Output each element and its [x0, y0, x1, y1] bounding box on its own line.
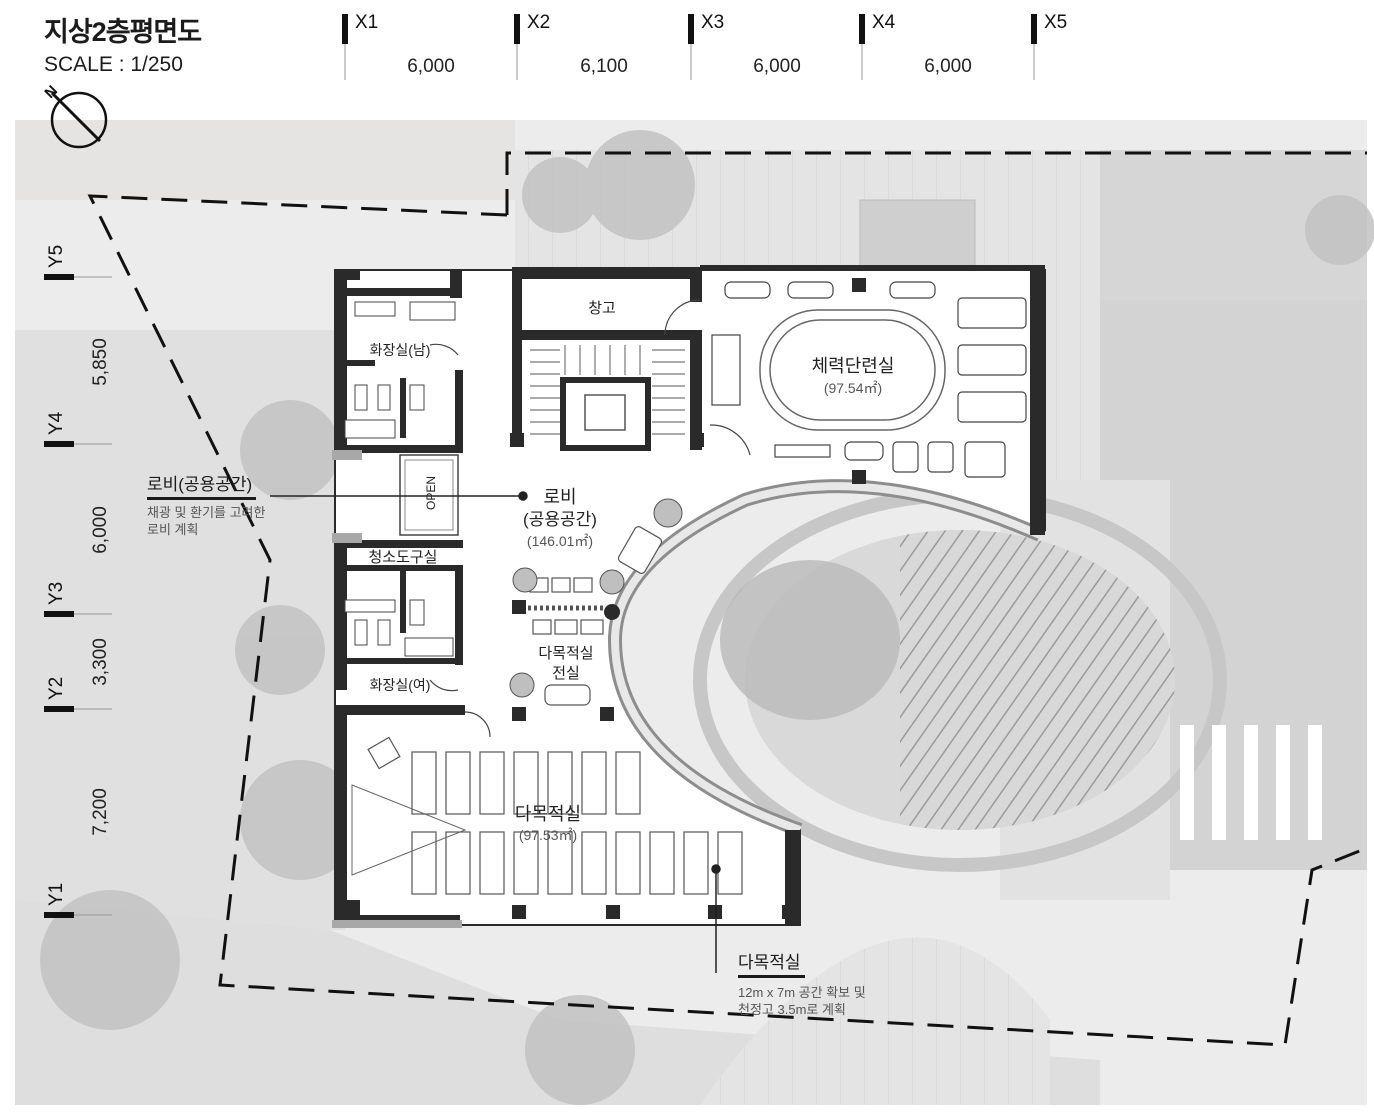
grid-x-span: 6,000 — [407, 56, 455, 77]
multipurpose-room-label: 다목적실 — [515, 804, 581, 824]
restroom-men-label: 화장실(남) — [370, 342, 431, 358]
storage-label: 창고 — [588, 300, 616, 317]
projection-screen — [351, 784, 467, 876]
drawing-title-block: 지상2층평면도 SCALE : 1/250 — [44, 10, 202, 77]
site-trees — [40, 130, 1374, 1105]
multipurpose-callout-line1: 12m x 7m 공간 확보 및 — [738, 985, 866, 1000]
multipurpose-desks — [367, 736, 743, 895]
drawing-title: 지상2층평면도 — [44, 17, 202, 47]
lobby-label: 로비 — [543, 487, 576, 507]
lobby-plants — [509, 498, 683, 698]
grid-x-label: X3 — [701, 12, 724, 33]
lobby-callout: 로비(공용공간) 채광 및 환기를 고려한 로비 계획 — [147, 470, 265, 538]
grid-y-label: Y3 — [46, 582, 67, 605]
multipurpose-callout-line2: 천정고 3.5m로 계획 — [738, 1002, 846, 1017]
open-void-label: OPEN — [424, 476, 438, 510]
grid-y-span: 5,850 — [90, 338, 111, 386]
lobby-sub-label: (공용공간) — [523, 510, 597, 529]
lobby-area-label: (146.01㎡) — [527, 533, 593, 549]
grid-y-spans: 5,850 6,000 3,300 7,200 — [90, 338, 111, 836]
grid-y-label: Y4 — [46, 411, 67, 435]
oval-garden — [693, 488, 1227, 872]
fitness-area-label: (97.54㎡) — [824, 380, 882, 396]
multipurpose-callout: 다목적실 12m x 7m 공간 확보 및 천정고 3.5m로 계획 — [738, 948, 866, 1018]
grid-x-span: 6,000 — [924, 56, 972, 77]
fitness-room-label: 체력단련실 — [812, 356, 895, 376]
fitness-equipment — [711, 281, 1027, 478]
grid-y-span: 7,200 — [90, 788, 111, 836]
elevator-car — [584, 394, 626, 431]
grid-y-label: Y2 — [46, 677, 67, 700]
grid-y-span: 6,000 — [90, 506, 111, 554]
grid-y-label: Y1 — [46, 883, 67, 906]
display-room-label-2: 전실 — [552, 665, 580, 682]
grid-x-span: 6,000 — [753, 56, 801, 77]
grid-x-spans: 6,000 6,100 6,000 6,000 — [407, 56, 972, 77]
grid-y-axis — [44, 274, 112, 918]
crosswalk — [1180, 725, 1322, 840]
grid-x-label: X2 — [527, 12, 550, 33]
callout-leaders — [270, 491, 721, 973]
site-boundary-line — [87, 151, 1368, 1047]
grid-x-axis — [342, 14, 1037, 80]
grid-y-span: 3,300 — [90, 638, 111, 686]
display-room-label-1: 다목적실 — [538, 645, 593, 662]
grid-x-span: 6,100 — [580, 56, 628, 77]
multipurpose-area-label: (97.53㎡) — [519, 827, 577, 843]
grid-y-labels: Y5 Y4 Y3 Y2 Y1 — [46, 245, 67, 906]
grid-x-label: X1 — [355, 12, 378, 33]
drawing-scale: SCALE : 1/250 — [44, 53, 183, 76]
multipurpose-callout-heading: 다목적실 — [738, 948, 805, 978]
fitness-track — [759, 309, 946, 431]
lobby-callout-line2: 로비 계획 — [147, 522, 199, 537]
lobby-callout-line1: 채광 및 환기를 고려한 — [147, 505, 266, 520]
grid-x-label: X4 — [872, 12, 896, 33]
room-labels: 창고 체력단련실 (97.54㎡) 화장실(남) 화장실(여) 청소도구실 OP… — [368, 300, 894, 843]
janitor-room-label: 청소도구실 — [368, 549, 437, 566]
lobby-furniture — [528, 526, 663, 706]
lobby-callout-heading: 로비(공용공간) — [147, 470, 257, 500]
restroom-women-label: 화장실(여) — [370, 677, 431, 693]
grid-y-label: Y5 — [46, 245, 67, 268]
door-swings — [429, 299, 751, 738]
open-void — [399, 454, 459, 536]
stair-treads — [530, 345, 685, 435]
grid-x-label: X5 — [1044, 12, 1067, 33]
grid-x-labels: X1 X2 X3 X4 X5 — [355, 12, 1067, 33]
wall-shading — [332, 450, 462, 928]
toilet-fixtures — [344, 301, 456, 657]
